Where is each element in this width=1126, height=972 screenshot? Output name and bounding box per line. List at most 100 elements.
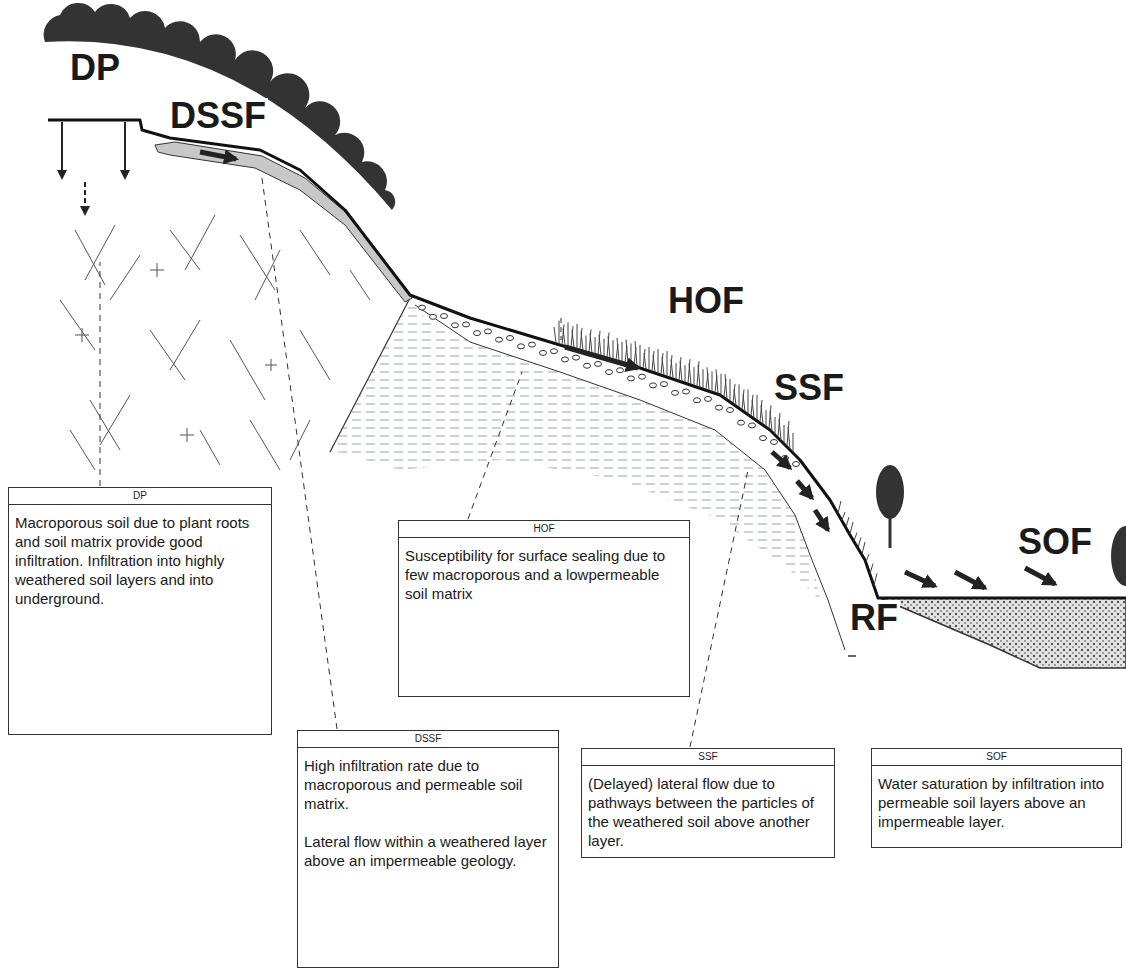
grass-blade [604,339,605,357]
grass-blade [694,367,695,385]
grass-blade [788,427,790,449]
flow-label: RF [848,600,900,636]
pebble [661,382,668,387]
tree-crown [1111,526,1126,586]
grass-blade [599,335,601,356]
pebble [628,376,635,381]
pebble [617,368,624,373]
grass-blade [626,340,628,364]
box-body: Water saturation by infiltration into pe… [872,766,1121,831]
pebble [474,331,481,336]
grass-blade [775,417,776,434]
pebble [650,383,657,388]
process-box: DPMacroporous soil due to plant roots an… [8,487,272,735]
pebble [441,314,448,319]
grass-blade [622,342,623,362]
tick-mark [848,655,856,657]
grass-blade [586,335,587,351]
grass-blade [866,554,869,562]
grass-blade [743,395,745,412]
flow-label: DP [68,50,122,86]
pebble [694,398,701,403]
grass-blade [559,321,560,344]
process-box: SSF(Delayed) lateral flow due to pathway… [581,748,835,858]
grass-blade [698,365,700,387]
percolation-arrow [124,122,126,178]
grass-blade [748,390,749,414]
weathered-layer-band [155,142,412,302]
grass-blade [862,542,865,554]
grass-blade [577,324,578,349]
box-body: Susceptibility for surface sealing due t… [399,538,689,603]
grass-blade [689,363,691,384]
return-flow-arrow [955,572,985,588]
percolation-arrow [84,182,86,214]
leader-line [561,318,562,340]
grass-blade [562,325,564,345]
process-box: DSSFHigh infiltration rate due to macrop… [297,730,559,968]
box-heading: SSF [582,749,834,766]
bedrock-boundary [330,298,410,452]
grass-blade [707,367,709,390]
grass-blade [671,359,673,378]
subsurface-flow-arrow [772,452,790,468]
grass-blade [838,501,841,513]
grass-blade [752,400,754,418]
pebbles [419,305,800,466]
grass-blade [842,512,845,520]
box-body: Lateral flow within a weathered layer ab… [298,813,558,870]
bedrock-texture [60,215,370,470]
flow-label: HOF [666,283,746,319]
floodplain-deposit [880,598,1126,668]
flow-label: SSF [772,370,846,406]
grass-blade [608,336,610,358]
grass-blade [563,328,565,345]
pebble [430,314,437,319]
grass-blade [739,384,740,407]
pebble [639,374,646,379]
pebble [793,462,800,467]
pebble [507,336,514,341]
box-heading: HOF [399,521,689,538]
pebble [419,305,426,310]
pebble [738,420,745,425]
grass-blade [644,353,646,369]
grass-blade [653,355,655,372]
pebble [606,370,613,375]
leader-line [468,372,522,519]
pebble [452,323,459,328]
pebble [716,405,723,410]
box-body: (Delayed) lateral flow due to pathways b… [582,766,834,850]
grass-blade [793,433,794,452]
subsurface-flow-arrow [797,481,812,498]
grass-blade [846,517,849,527]
grass-blade [613,340,614,359]
forest-canopy [44,3,396,210]
box-body: High infiltration rate due to macroporou… [298,748,558,813]
grass-blade [658,349,659,373]
grass-blade [725,374,727,399]
grass-blade [703,369,704,388]
flow-label: SOF [1016,524,1094,560]
grass-blade [761,405,763,424]
box-heading: SOF [872,749,1121,766]
grass-blade [580,328,582,350]
grass-blade [667,351,668,376]
leader-line [100,262,101,486]
grass-blade [662,357,664,375]
grass-blade [874,573,877,585]
grass-blade [858,537,861,547]
grass-blade [757,395,758,420]
pebble [551,349,558,354]
grass-blade [766,410,767,426]
flow-label: DSSF [168,98,268,134]
pebble [529,342,536,347]
leader-line [262,178,337,729]
box-heading: DP [9,488,271,505]
pebble [573,355,580,360]
grass-blade [649,347,650,370]
pebble [595,361,602,366]
grass-blade [870,564,873,574]
grass-blade [640,345,641,367]
pebble [771,440,778,445]
